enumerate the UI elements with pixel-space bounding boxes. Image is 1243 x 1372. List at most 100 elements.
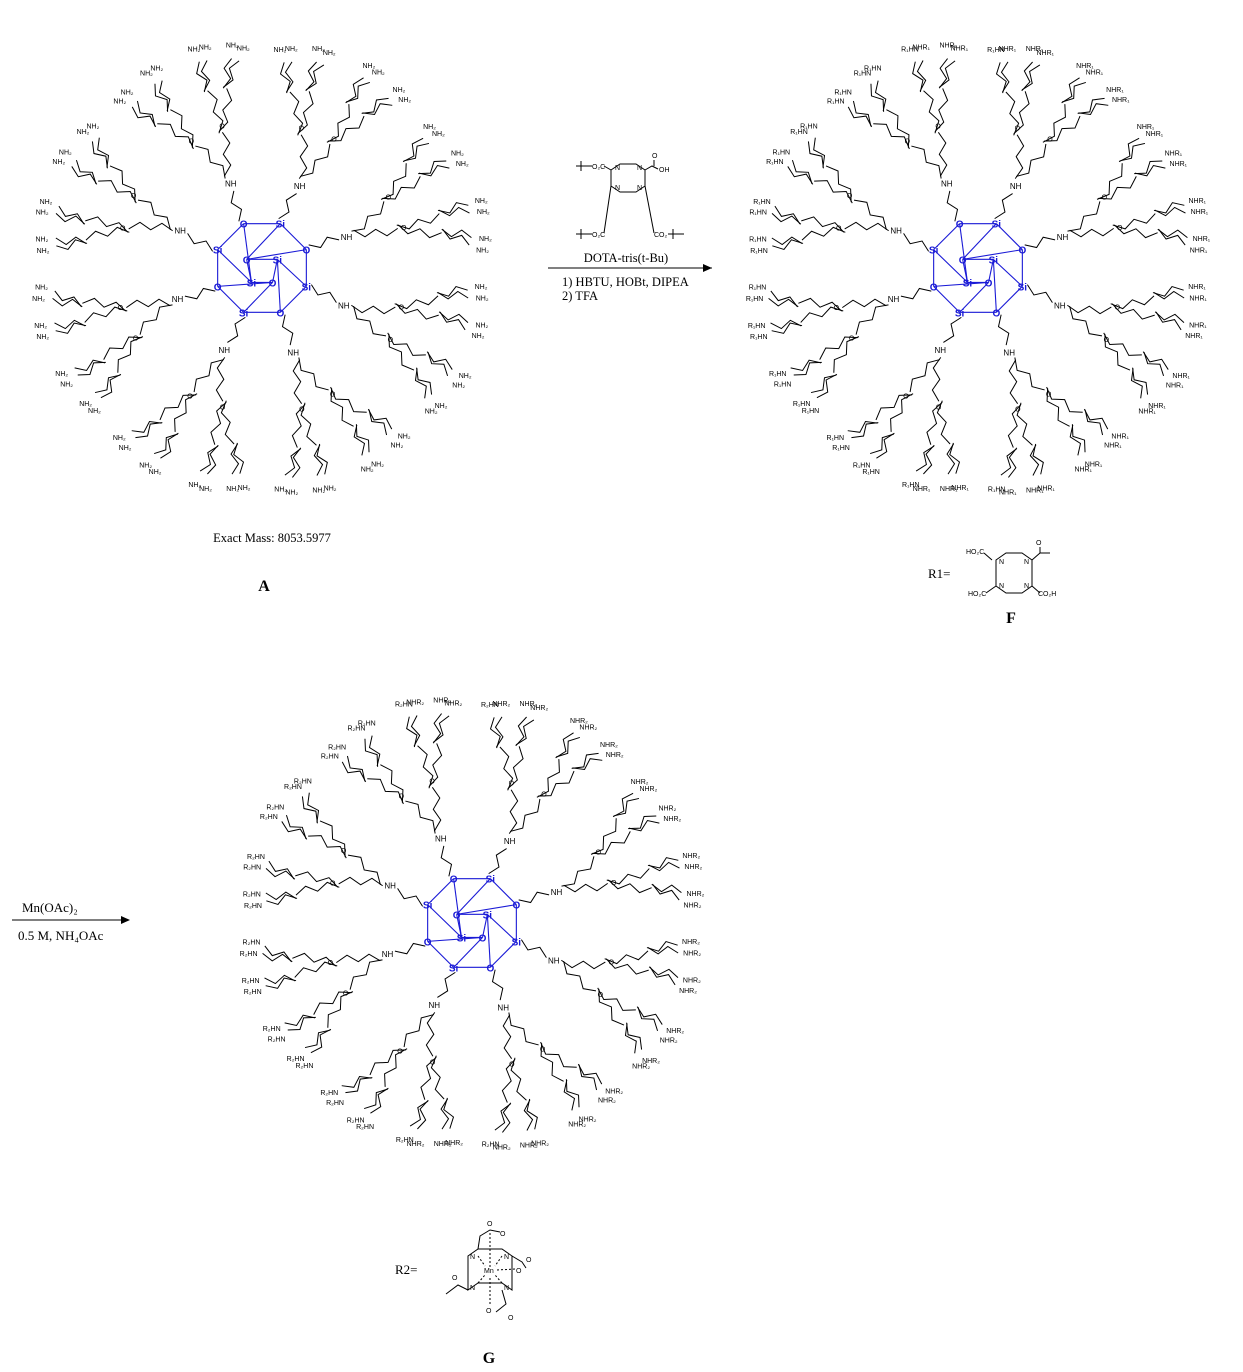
terminal-amine: R₂HN xyxy=(260,814,278,821)
terminal-amine: NHR₁ xyxy=(1189,322,1207,329)
amide-nh: NH xyxy=(551,888,563,897)
oxygen-atom: O xyxy=(450,875,458,886)
silicon-atom: Si xyxy=(989,255,999,266)
oxygen-atom: O xyxy=(302,246,310,257)
terminal-amine: NH₂ xyxy=(423,124,436,131)
terminal-amine: NHR₁ xyxy=(1086,69,1104,76)
terminal-amine: NH₂ xyxy=(60,382,73,389)
terminal-amine: R₁HN xyxy=(901,47,919,54)
terminal-amine: R₁HN xyxy=(854,71,872,78)
amide-nh: NH xyxy=(941,180,953,189)
svg-text:N: N xyxy=(504,1285,509,1292)
terminal-amine: NHR₁ xyxy=(1076,63,1094,70)
carbonyl-o: O xyxy=(598,992,604,999)
amide-nh: NH xyxy=(935,346,947,355)
svg-text:N: N xyxy=(999,559,1004,566)
terminal-amine: NHR₁ xyxy=(1074,466,1092,473)
terminal-amine: NHR₁ xyxy=(1189,295,1207,302)
terminal-amine: NHR₂ xyxy=(606,752,624,759)
terminal-amine: NH₂ xyxy=(475,322,488,329)
terminal-amine: NHR₁ xyxy=(1190,247,1208,254)
terminal-amine: NHR₁ xyxy=(1037,485,1055,492)
terminal-amine: NH₂ xyxy=(432,131,445,138)
terminal-amine: NHR₂ xyxy=(683,950,701,957)
terminal-amine: NH₂ xyxy=(35,285,48,292)
svg-text:Mn: Mn xyxy=(484,1268,494,1275)
terminal-amine: NHR₂ xyxy=(679,988,697,995)
carbonyl-o: O xyxy=(399,304,405,311)
terminal-amine: NH₂ xyxy=(113,435,126,442)
terminal-amine: R₂HN xyxy=(321,753,339,760)
terminal-amine: R₁HN xyxy=(749,210,767,217)
terminal-amine: R₁HN xyxy=(832,445,850,452)
terminal-amine: NHR₂ xyxy=(658,805,676,812)
terminal-amine: R₁HN xyxy=(773,150,791,157)
carbonyl-o: O xyxy=(341,848,347,855)
terminal-amine: R₂HN xyxy=(266,805,284,812)
amide-nh: NH xyxy=(890,226,902,235)
terminal-amine: R₂HN xyxy=(320,1090,338,1097)
exact-mass-label: Exact Mass: 8053.5977 xyxy=(213,531,331,545)
terminal-amine: NHR₁ xyxy=(1111,434,1129,441)
carbonyl-o: O xyxy=(330,391,336,398)
terminal-amine: NHR₁ xyxy=(1166,382,1184,389)
carbonyl-o: O xyxy=(1117,225,1123,232)
terminal-amine: NHR₂ xyxy=(433,698,451,705)
terminal-amine: NHR₂ xyxy=(632,1064,650,1071)
terminal-amine: NHR₂ xyxy=(568,1121,586,1128)
terminal-amine: NHR₂ xyxy=(682,939,700,946)
terminal-amine: R₂HN xyxy=(294,778,312,785)
amide-nh: NH xyxy=(382,950,394,959)
terminal-amine: NH₂ xyxy=(312,487,325,494)
terminal-amine: R₂HN xyxy=(268,1037,286,1044)
terminal-amine: NH₂ xyxy=(312,46,325,53)
terminal-amine: NHR₂ xyxy=(639,786,657,793)
terminal-amine: NH₂ xyxy=(479,236,492,243)
terminal-amine: NHR₂ xyxy=(444,701,462,708)
terminal-amine: NH₂ xyxy=(199,486,212,493)
amide-nh: NH xyxy=(384,881,396,890)
amide-nh: NH xyxy=(338,302,350,311)
terminal-amine: NH₂ xyxy=(40,199,53,206)
carbonyl-o: O xyxy=(1047,137,1053,144)
amide-nh: NH xyxy=(225,180,237,189)
terminal-amine: NHR₁ xyxy=(1188,198,1206,205)
amide-nh: NH xyxy=(548,957,560,966)
terminal-amine: NHR₂ xyxy=(492,701,510,708)
svg-text:O₂C: O₂C xyxy=(592,232,605,239)
terminal-amine: NH₂ xyxy=(372,69,385,76)
svg-text:O: O xyxy=(486,1308,492,1315)
carbonyl-o: O xyxy=(1102,194,1108,201)
terminal-amine: R₁HN xyxy=(750,248,768,255)
terminal-amine: NH₂ xyxy=(79,401,92,408)
reaction-arrow-2-head xyxy=(121,916,130,924)
terminal-amine: NH₂ xyxy=(199,45,212,52)
carbonyl-o: O xyxy=(836,226,842,233)
svg-text:O: O xyxy=(508,1315,514,1322)
terminal-amine: NHR₁ xyxy=(1170,161,1188,168)
terminal-amine: R₁HN xyxy=(749,237,767,244)
terminal-amine: R₁HN xyxy=(748,323,766,330)
terminal-amine: NHR₂ xyxy=(520,1142,538,1149)
terminal-amine: NH₂ xyxy=(36,334,49,341)
terminal-amine: NH₂ xyxy=(472,333,485,340)
carbonyl-o: O xyxy=(1104,337,1110,344)
terminal-amine: NH₂ xyxy=(451,150,464,157)
terminal-amine: NHR₁ xyxy=(1138,409,1156,416)
silicon-atom: Si xyxy=(963,278,973,289)
terminal-amine: NHR₂ xyxy=(406,700,424,707)
terminal-amine: R₂HN xyxy=(263,1026,281,1033)
amide-nh: NH xyxy=(1054,302,1066,311)
terminal-amine: R₂HN xyxy=(287,1056,305,1063)
carbonyl-o: O xyxy=(611,880,617,887)
svg-text:O: O xyxy=(1036,540,1042,547)
silicon-atom: Si xyxy=(486,875,496,886)
svg-text:N: N xyxy=(637,185,642,192)
svg-text:HO₂C: HO₂C xyxy=(968,591,986,598)
terminal-amine: NHR₁ xyxy=(1026,46,1044,53)
terminal-amine: NH₂ xyxy=(475,198,488,205)
terminal-amine: NH₂ xyxy=(477,209,490,216)
amide-nh: NH xyxy=(172,295,184,304)
terminal-amine: NH₂ xyxy=(55,371,68,378)
terminal-amine: NH₂ xyxy=(456,161,469,168)
